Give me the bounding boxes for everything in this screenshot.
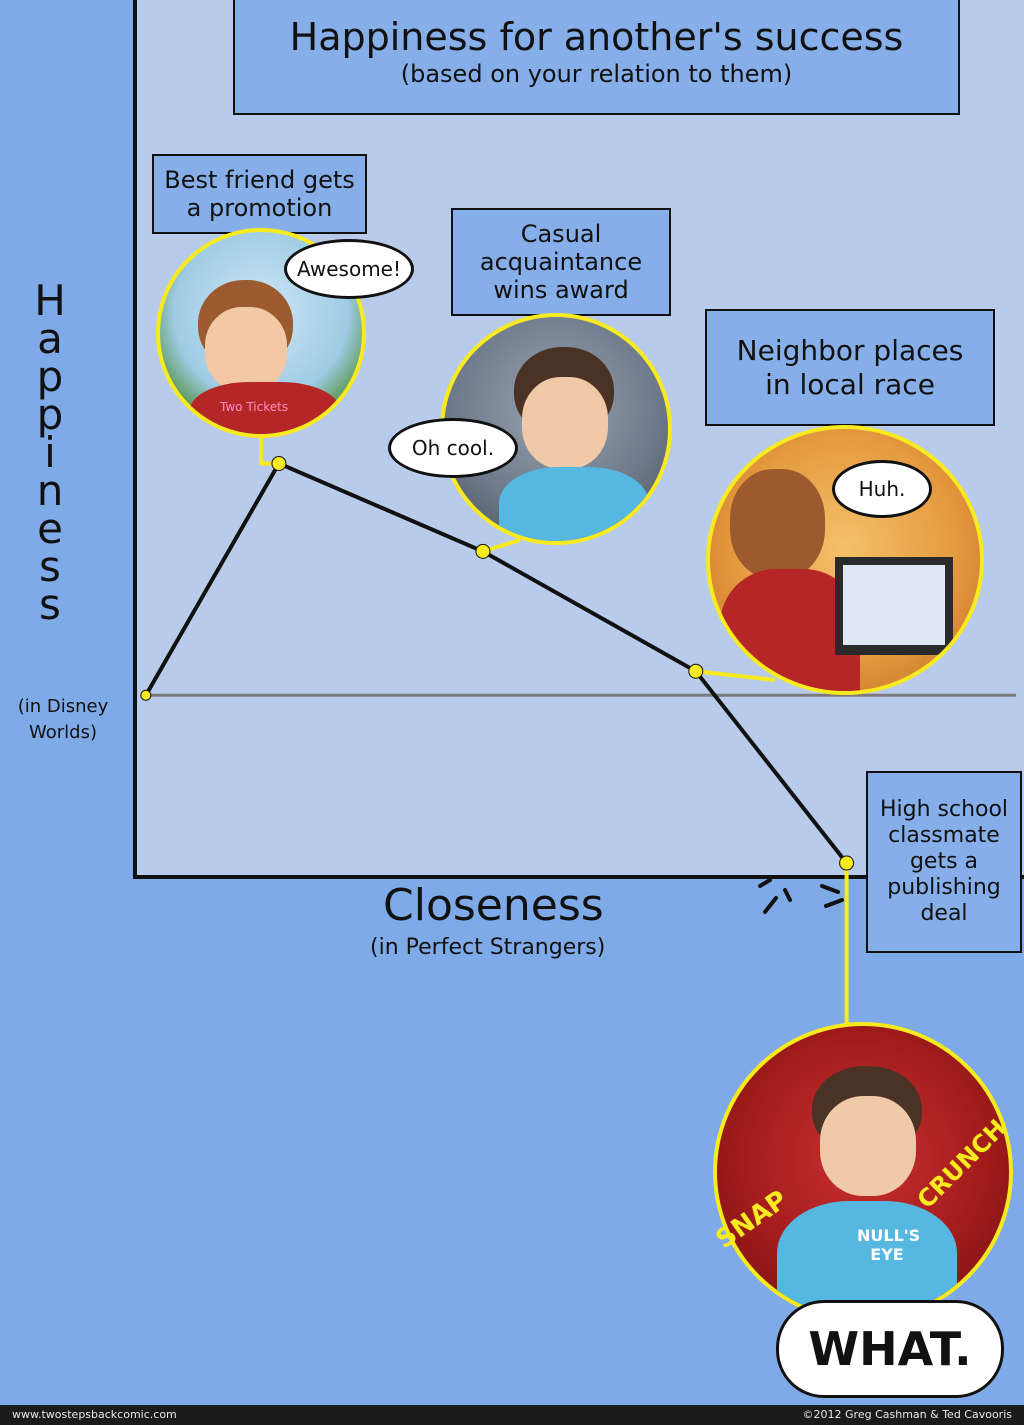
best-friend-portrait: Two Tickets: [156, 228, 366, 438]
annotation-classmate: High school classmate gets a publishing …: [866, 771, 1022, 953]
chart-subtitle: (based on your relation to them): [400, 60, 793, 88]
y-axis-label-letter: s: [39, 542, 61, 591]
speech-text: Oh cool.: [411, 436, 495, 460]
blue-shirt: [777, 1201, 957, 1318]
annotation-text: Casual: [520, 220, 602, 248]
y-axis-unit: (in Disney Worlds): [8, 694, 118, 746]
annotation-text: acquaintance: [479, 248, 643, 276]
y-axis-label-letter: e: [37, 504, 63, 553]
annotation-text: gets a: [909, 849, 979, 874]
data-point: [140, 689, 152, 701]
speech-text: WHAT.: [808, 1322, 972, 1376]
speech-bubble-awesome: Awesome!: [284, 239, 414, 299]
speech-text: Awesome!: [297, 257, 401, 281]
data-points: [140, 455, 855, 871]
footer-url: www.twostepsbackcomic.com: [12, 1408, 177, 1421]
y-axis-label-letter: H: [34, 276, 66, 325]
y-axis-label-letter: i: [44, 428, 56, 477]
speech-bubble-oh-cool: Oh cool.: [388, 418, 518, 478]
annotation-acquaintance: Casual acquaintance wins award: [451, 208, 671, 316]
annotation-neighbor: Neighbor places in local race: [705, 309, 995, 426]
y-axis-label-letter: n: [36, 466, 64, 515]
connector-line: [844, 863, 850, 1026]
y-axis-label-letter: s: [39, 580, 61, 629]
data-point: [271, 455, 287, 471]
footer-copyright: ©2012 Greg Cashman & Ted Cavooris: [802, 1408, 1012, 1421]
y-axis-label-letter: p: [36, 352, 64, 401]
red-shirt: [190, 382, 340, 434]
speech-bubble-huh: Huh.: [832, 460, 932, 518]
y-axis-unit-line1: (in Disney: [17, 696, 109, 717]
chart-title: Happiness for another's success: [289, 15, 904, 59]
classmate-portrait: NULL'S EYE: [713, 1022, 1013, 1322]
shirt-text: NULL'S EYE: [857, 1226, 921, 1264]
annotation-best-friend: Best friend gets a promotion: [152, 154, 367, 234]
y-axis-label-letter: p: [36, 390, 64, 439]
x-axis-unit: (in Perfect Strangers): [370, 935, 606, 960]
annotation-text: High school: [879, 797, 1009, 822]
annotation-text: a promotion: [186, 194, 333, 222]
data-point: [839, 855, 855, 871]
data-point: [688, 663, 704, 679]
blue-shirt: [499, 467, 649, 541]
hair-shape: [730, 469, 825, 579]
annotation-text: deal: [920, 901, 968, 926]
annotation-text: in local race: [765, 367, 935, 401]
neighbor-portrait: [706, 425, 984, 695]
annotation-text: Neighbor places: [736, 333, 964, 367]
annotation-text: Best friend gets: [164, 166, 355, 194]
shirt-text: Two Tickets: [220, 400, 289, 414]
y-axis-label-letter: a: [37, 314, 63, 363]
monitor: [835, 557, 953, 655]
acquaintance-portrait: [440, 313, 672, 545]
data-point: [475, 543, 491, 559]
face-shape: [205, 307, 287, 392]
y-axis-unit-line2: Worlds): [29, 722, 97, 743]
crash-marks-icon: [758, 878, 844, 914]
footer-bar: www.twostepsbackcomic.com ©2012 Greg Cas…: [0, 1405, 1024, 1425]
speech-bubble-what: WHAT.: [776, 1300, 1004, 1398]
x-axis-label: Closeness: [383, 880, 604, 931]
annotation-text: classmate: [888, 823, 1000, 848]
chart-title-box: Happiness for another's success (based o…: [233, 0, 960, 115]
face-shape: [522, 377, 608, 469]
speech-text: Huh.: [858, 477, 906, 501]
annotation-text: publishing: [887, 875, 1001, 900]
annotation-text: wins award: [493, 276, 629, 304]
face-shape: [820, 1096, 916, 1196]
